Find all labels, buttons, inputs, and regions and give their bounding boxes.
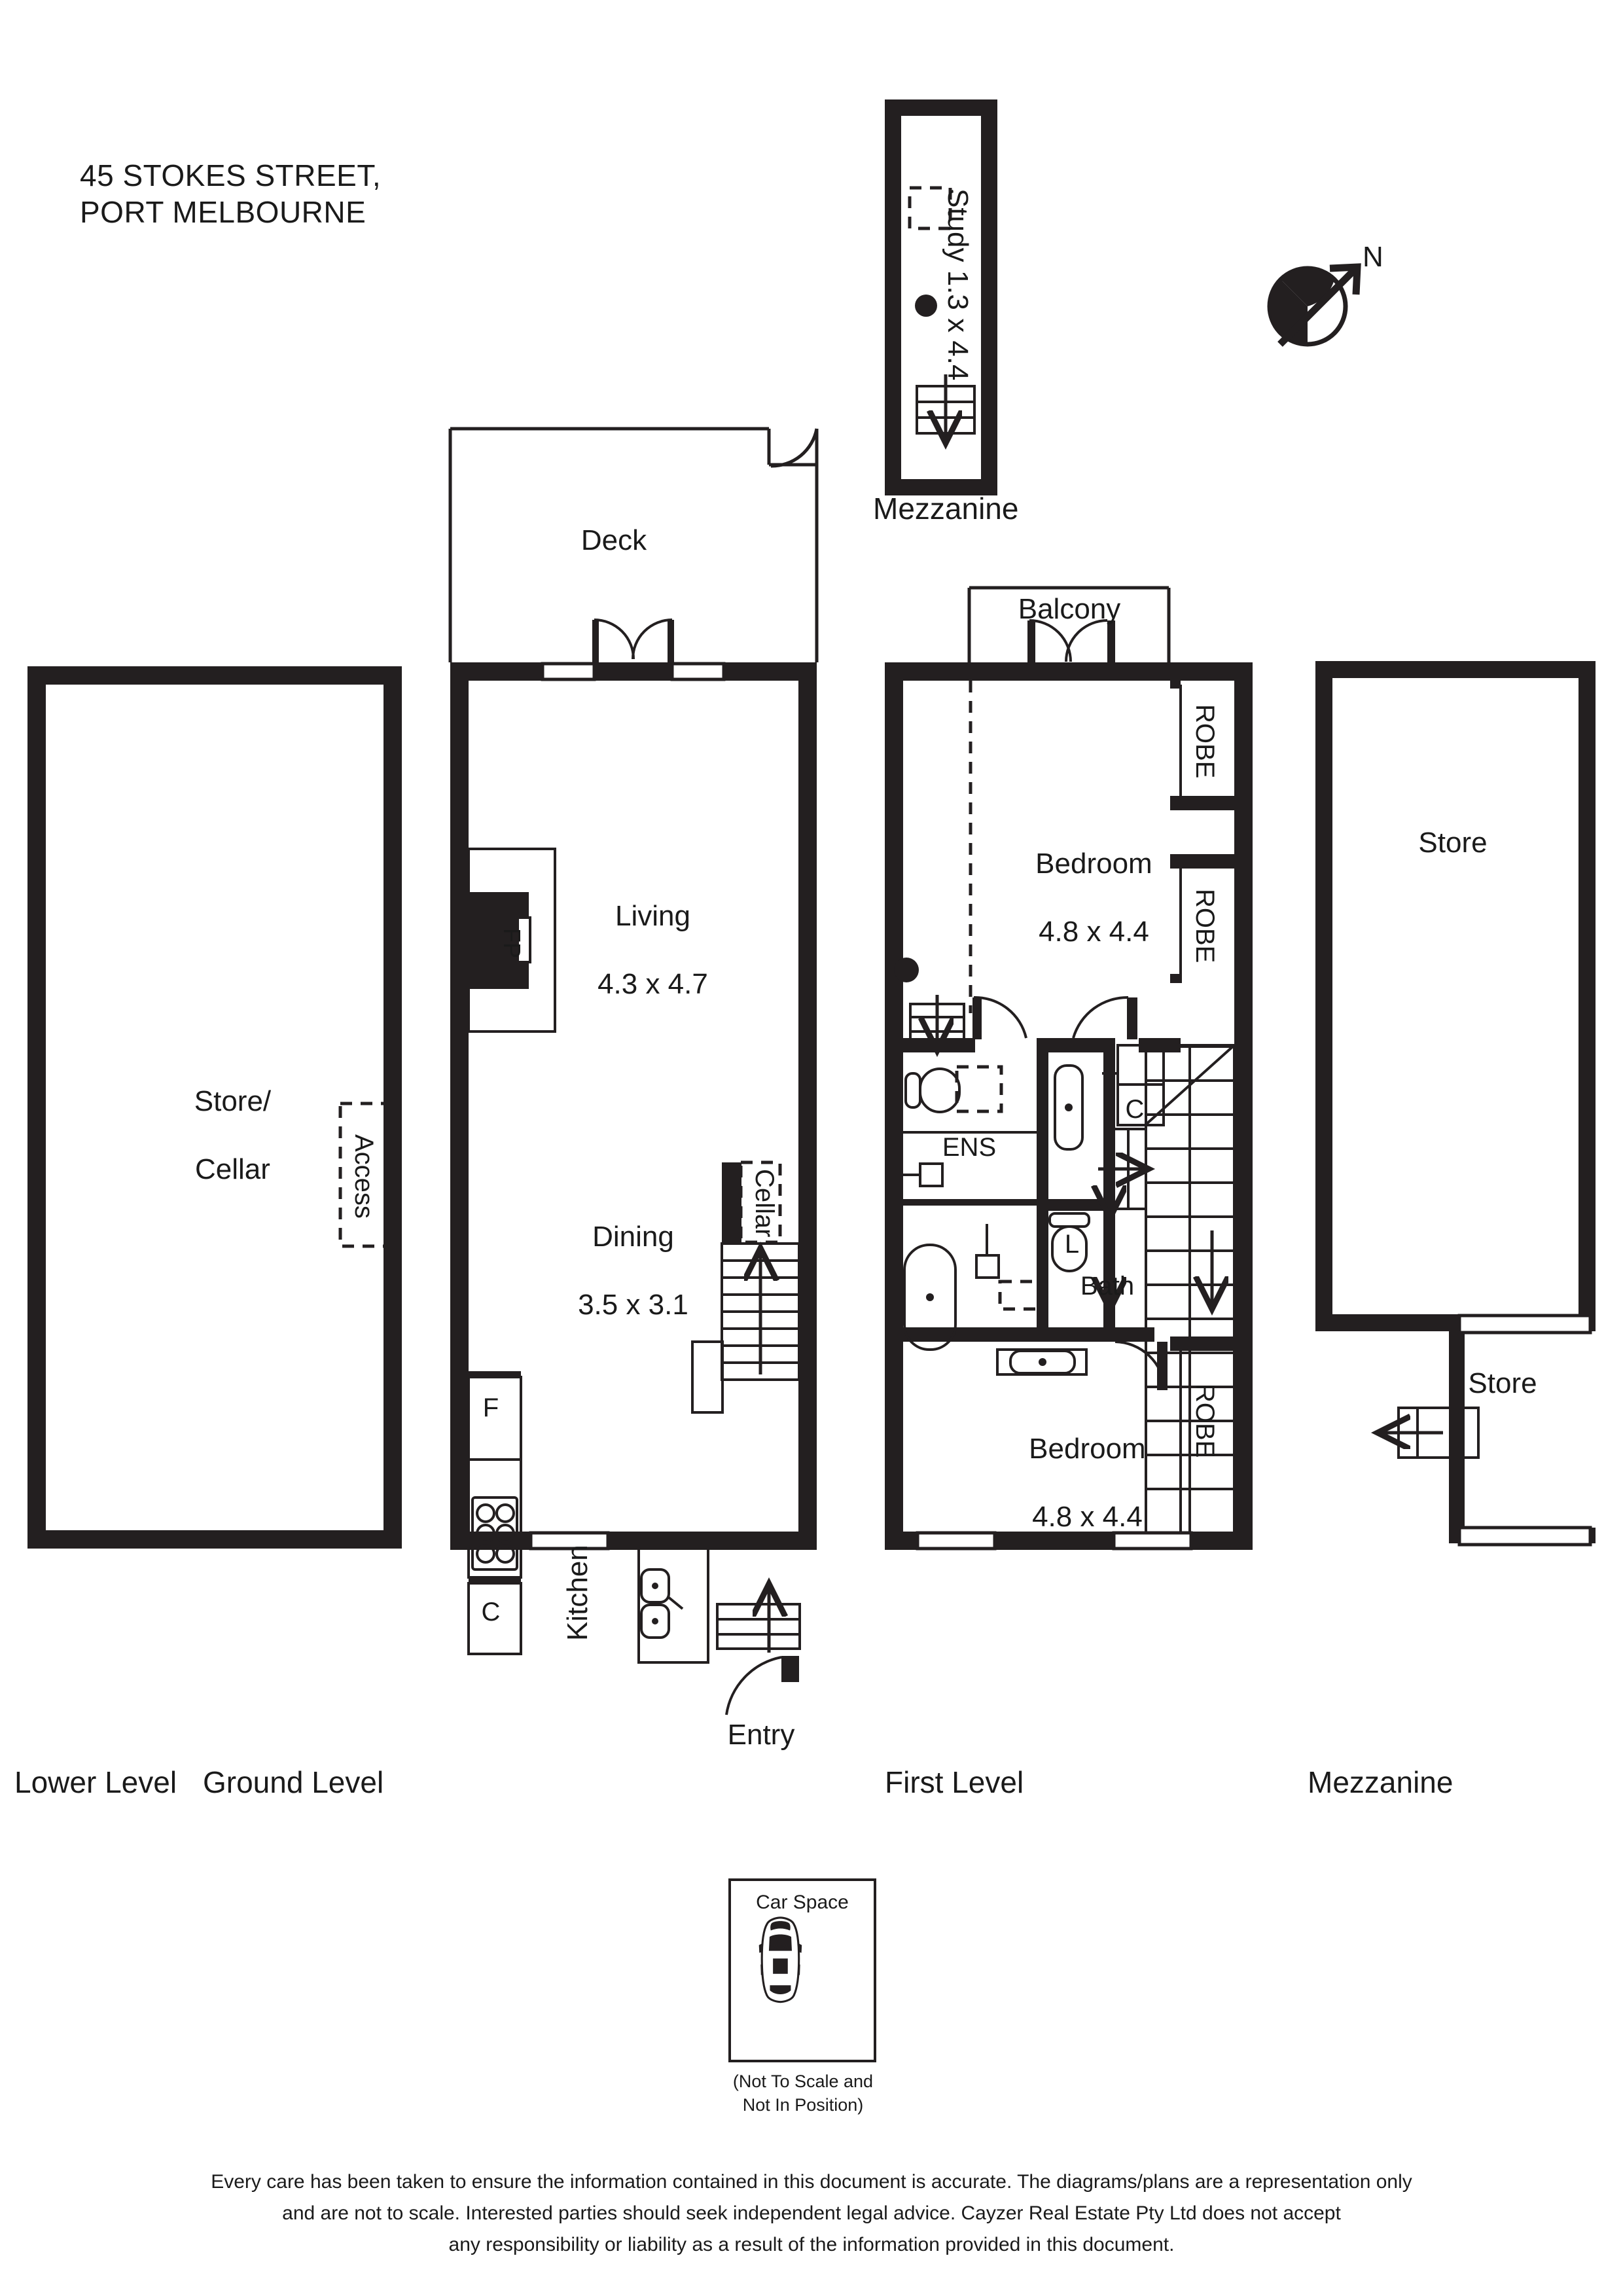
- first-window-right: [1112, 1531, 1193, 1551]
- ground-level-plan: [448, 0, 819, 1715]
- bathtub-icon: [903, 1244, 957, 1351]
- compass-north-icon: [1267, 263, 1361, 347]
- bath-vanity-icon: [975, 1224, 1088, 1376]
- balcony-doors: [1027, 619, 1115, 662]
- label-fireplace: FP: [499, 927, 526, 958]
- first-stair-down-icon: [909, 995, 965, 1047]
- first-window-left: [916, 1531, 997, 1551]
- title-line-2: PORT MELBOURNE: [80, 195, 366, 230]
- ens-hatch: [955, 1065, 1003, 1113]
- room-label-bedroom-2: Bedroom 4.8 x 4.4: [1029, 1432, 1146, 1533]
- label-robe-1: ROBE: [1190, 704, 1219, 779]
- room-label-study: Study 1.3 x 4.4: [942, 188, 974, 381]
- disclaimer-line-2: and are not to scale. Interested parties…: [282, 2202, 1341, 2224]
- room-label-kitchen: Kitchen: [562, 1545, 594, 1641]
- entry-stair-icon: [716, 0, 801, 1653]
- first-level-plan: [885, 586, 1253, 1551]
- room-label-store-lower: Store: [1468, 1367, 1537, 1399]
- store-window-lower: [1457, 1526, 1592, 1547]
- lower-level-plan: [27, 666, 402, 1549]
- room-label-access: Access: [349, 1134, 378, 1219]
- room-label-store-cellar: Store/ Cellar: [194, 1085, 272, 1185]
- shower-icon: [1054, 1064, 1084, 1151]
- room-label-deck: Deck: [580, 524, 647, 556]
- first-stair-main-icon: [1098, 1044, 1236, 1535]
- room-label-living: Living 4.3 x 4.7: [597, 899, 708, 1000]
- cellar-hatch: [722, 1160, 782, 1244]
- room-label-dining: Dining 3.5 x 3.1: [578, 1220, 688, 1321]
- disclaimer-line-3: any responsibility or liability as a res…: [448, 2234, 1175, 2255]
- robe-lower: [1170, 1336, 1234, 1550]
- car-space-label: Car Space: [756, 1892, 849, 1913]
- label-cupboard-ground: C: [481, 1598, 501, 1626]
- living-sliding-doors: [541, 619, 726, 681]
- car-space-note: (Not To Scale and Not In Position): [732, 2072, 874, 2115]
- label-laundry: L: [1064, 1230, 1080, 1259]
- balcony-outline: [967, 586, 1171, 662]
- label-robe-3: ROBE: [1190, 1384, 1219, 1458]
- mezzanine-study-plan: [885, 99, 997, 495]
- store-opening-icon: [1381, 1407, 1480, 1459]
- cupboard-c: [467, 1582, 522, 1655]
- room-label-ensuite: ENS: [942, 1133, 997, 1162]
- level-caption-lower: Lower Level: [14, 1765, 177, 1799]
- label-entry: Entry: [727, 1719, 795, 1751]
- room-label-bath: Bath: [1080, 1272, 1135, 1300]
- entry-door-icon: [725, 1656, 799, 1715]
- kitchen-island: [637, 1536, 709, 1664]
- fireplace-icon: [467, 848, 556, 1033]
- deck-outline: [448, 427, 819, 662]
- kitchen-joinery: [467, 1371, 522, 1655]
- page-title: 45 STOKES STREET, PORT MELBOURNE: [80, 157, 381, 230]
- label-robe-2: ROBE: [1190, 889, 1219, 963]
- label-fridge: F: [482, 1393, 499, 1422]
- level-caption-mezzanine: Mezzanine: [1308, 1765, 1454, 1799]
- room-label-bedroom-1: Bedroom 4.8 x 4.4: [1035, 847, 1152, 948]
- level-caption-first: First Level: [885, 1765, 1024, 1799]
- level-caption-ground: Ground Level: [203, 1765, 384, 1799]
- car-space-box: [728, 1878, 876, 2062]
- ground-stair-up-icon: [691, 1244, 800, 1414]
- store-window-upper: [1457, 1314, 1592, 1335]
- title-line-1: 45 STOKES STREET,: [80, 158, 382, 192]
- compass-label-north: N: [1363, 241, 1383, 273]
- toilet-icon-bath: [1048, 1212, 1090, 1272]
- car-icon: [758, 1916, 802, 2003]
- kitchen-window: [529, 1531, 610, 1551]
- sink-icon: [640, 1568, 670, 1604]
- access-hatch: [338, 1102, 389, 1248]
- disclaimer: Every care has been taken to ensure the …: [39, 2166, 1584, 2261]
- room-label-balcony: Balcony: [1018, 593, 1121, 625]
- label-cupboard-first: C: [1125, 1095, 1145, 1124]
- room-label-store-upper: Store: [1418, 827, 1488, 859]
- robe-upper: [1170, 681, 1234, 810]
- ens-vanity-icon: [903, 1131, 1038, 1187]
- robe-middle: [1170, 854, 1234, 983]
- cooktop-icon: [471, 1496, 518, 1571]
- mezzanine-level-plan: [1315, 661, 1596, 1547]
- mezzanine-top-caption: Mezzanine: [873, 492, 1019, 526]
- bath-hatch: [998, 1280, 1046, 1311]
- mezzanine-stair-icon: [916, 374, 976, 440]
- disclaimer-line-1: Every care has been taken to ensure the …: [211, 2171, 1412, 2193]
- ceiling-dot-icon: [894, 958, 919, 982]
- ceiling-dot-icon: [915, 295, 937, 317]
- bath-door-icon: [1072, 996, 1137, 1039]
- room-label-cellar: Cellar: [750, 1168, 779, 1238]
- toilet-icon-ens: [904, 1067, 961, 1113]
- bedroom2-door-icon: [1115, 1327, 1168, 1390]
- ens-door-icon: [972, 996, 1027, 1039]
